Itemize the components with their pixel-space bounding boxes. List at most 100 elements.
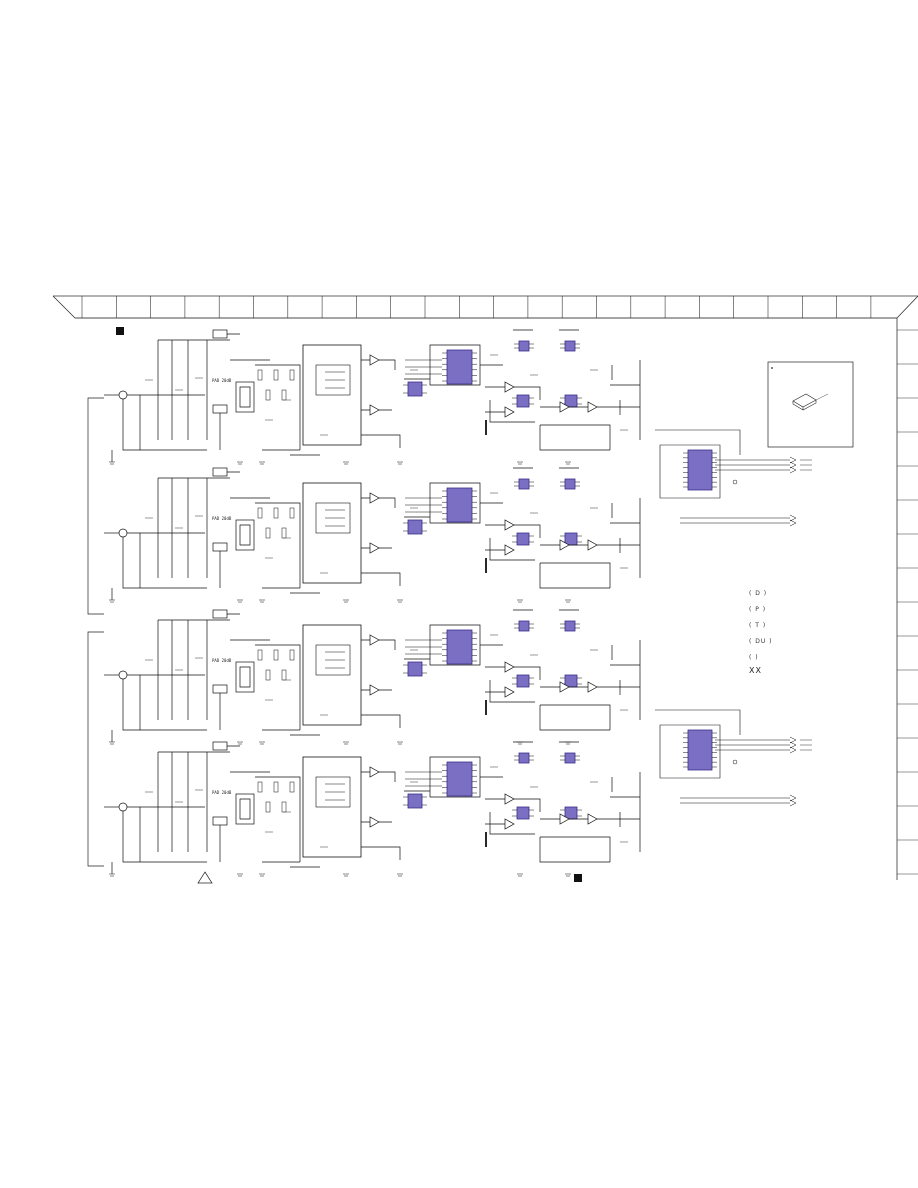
ground-symbol (237, 461, 243, 465)
resistor (265, 389, 271, 401)
gain-block (315, 364, 351, 396)
relay-box (212, 404, 228, 414)
wire (255, 364, 301, 451)
resistor (257, 369, 263, 381)
ic-chip (446, 487, 473, 523)
wire (611, 503, 621, 553)
ic-chip (516, 394, 530, 408)
resistor (273, 649, 279, 661)
ic-frame (429, 344, 481, 386)
resistor (257, 649, 263, 661)
opamp-symbol (504, 519, 515, 531)
resistor (289, 369, 295, 381)
row-grid-ticks (897, 329, 918, 875)
wire (325, 371, 345, 389)
channel-strip-1: PAD 20dB (104, 467, 641, 603)
wire (405, 639, 442, 655)
wire (655, 709, 741, 735)
pad-label: PAD 20dB (212, 658, 232, 663)
resistor (265, 527, 271, 539)
relay-box (212, 609, 228, 619)
legend-item-p: ( P ) (749, 606, 767, 613)
wire (489, 680, 535, 703)
opamp-symbol (504, 818, 515, 830)
wire (485, 386, 541, 413)
input-jack (118, 670, 128, 680)
output-arrow (789, 794, 797, 802)
resistor (289, 781, 295, 793)
opamp-symbol (369, 542, 380, 554)
pad-network (235, 661, 255, 693)
relay-box (212, 542, 228, 552)
wire (325, 651, 345, 669)
channel-strip-2: PAD 20dB (104, 609, 641, 745)
ic-chip (407, 661, 423, 677)
wire (405, 771, 442, 787)
wire (539, 704, 611, 731)
ic-frame (429, 482, 481, 524)
opamp-symbol (504, 544, 515, 556)
section-marker-top (116, 327, 124, 335)
gain-block (315, 644, 351, 676)
ic-chip (687, 449, 713, 491)
section-marker-bottom (574, 874, 582, 882)
wire (539, 562, 611, 589)
opamp-symbol (504, 406, 515, 418)
wire (611, 777, 621, 827)
sheet-frame (52, 295, 918, 880)
ground-symbol (517, 461, 523, 465)
opamp-symbol (369, 816, 380, 828)
resistor (281, 389, 287, 401)
wire (361, 359, 396, 411)
ic-chip (518, 340, 530, 352)
wire (122, 399, 207, 451)
ground-symbol (517, 599, 523, 603)
column-grid-ticks (81, 296, 872, 318)
ground-symbol (109, 741, 115, 745)
ic-chip (516, 806, 530, 820)
legend-item-d: ( D ) (749, 590, 768, 597)
ground-symbol (565, 461, 571, 465)
resistor (257, 781, 263, 793)
ground-symbol (397, 461, 403, 465)
opamp-symbol (369, 404, 380, 416)
ground-symbol (565, 873, 571, 877)
wire (539, 836, 611, 863)
relay-box (212, 816, 228, 826)
wire (489, 538, 535, 561)
output-arrow (789, 456, 797, 464)
wire (610, 772, 641, 852)
relay-box (212, 467, 228, 477)
resistor (265, 801, 271, 813)
relay-box (212, 684, 228, 694)
resistor (273, 369, 279, 381)
ground-symbol (343, 873, 349, 877)
ic-chip (446, 349, 473, 385)
channel-strip-3: PAD 20dB (104, 741, 641, 877)
resistor (281, 527, 287, 539)
opamp-symbol (504, 686, 515, 698)
legend-item-empty: ( ) (749, 654, 759, 661)
ground-symbol (343, 741, 349, 745)
wire (405, 497, 442, 513)
ground-symbol (109, 873, 115, 877)
opamp-symbol (369, 766, 380, 778)
ground-symbol (397, 873, 403, 877)
ic-chip (446, 761, 473, 797)
ground-symbol (237, 599, 243, 603)
wire (610, 360, 641, 440)
opamp-symbol (369, 492, 380, 504)
test-point (732, 759, 738, 765)
ic-chip (564, 752, 576, 764)
wire (325, 509, 345, 527)
pad-network (235, 381, 255, 413)
wire (655, 429, 741, 455)
ic-chip (564, 674, 578, 688)
ground-symbol (237, 741, 243, 745)
opamp-symbol (587, 401, 598, 413)
preamp-block (302, 344, 362, 446)
ic-chip (407, 793, 423, 809)
resistor (257, 507, 263, 519)
preamp-block (302, 756, 362, 858)
